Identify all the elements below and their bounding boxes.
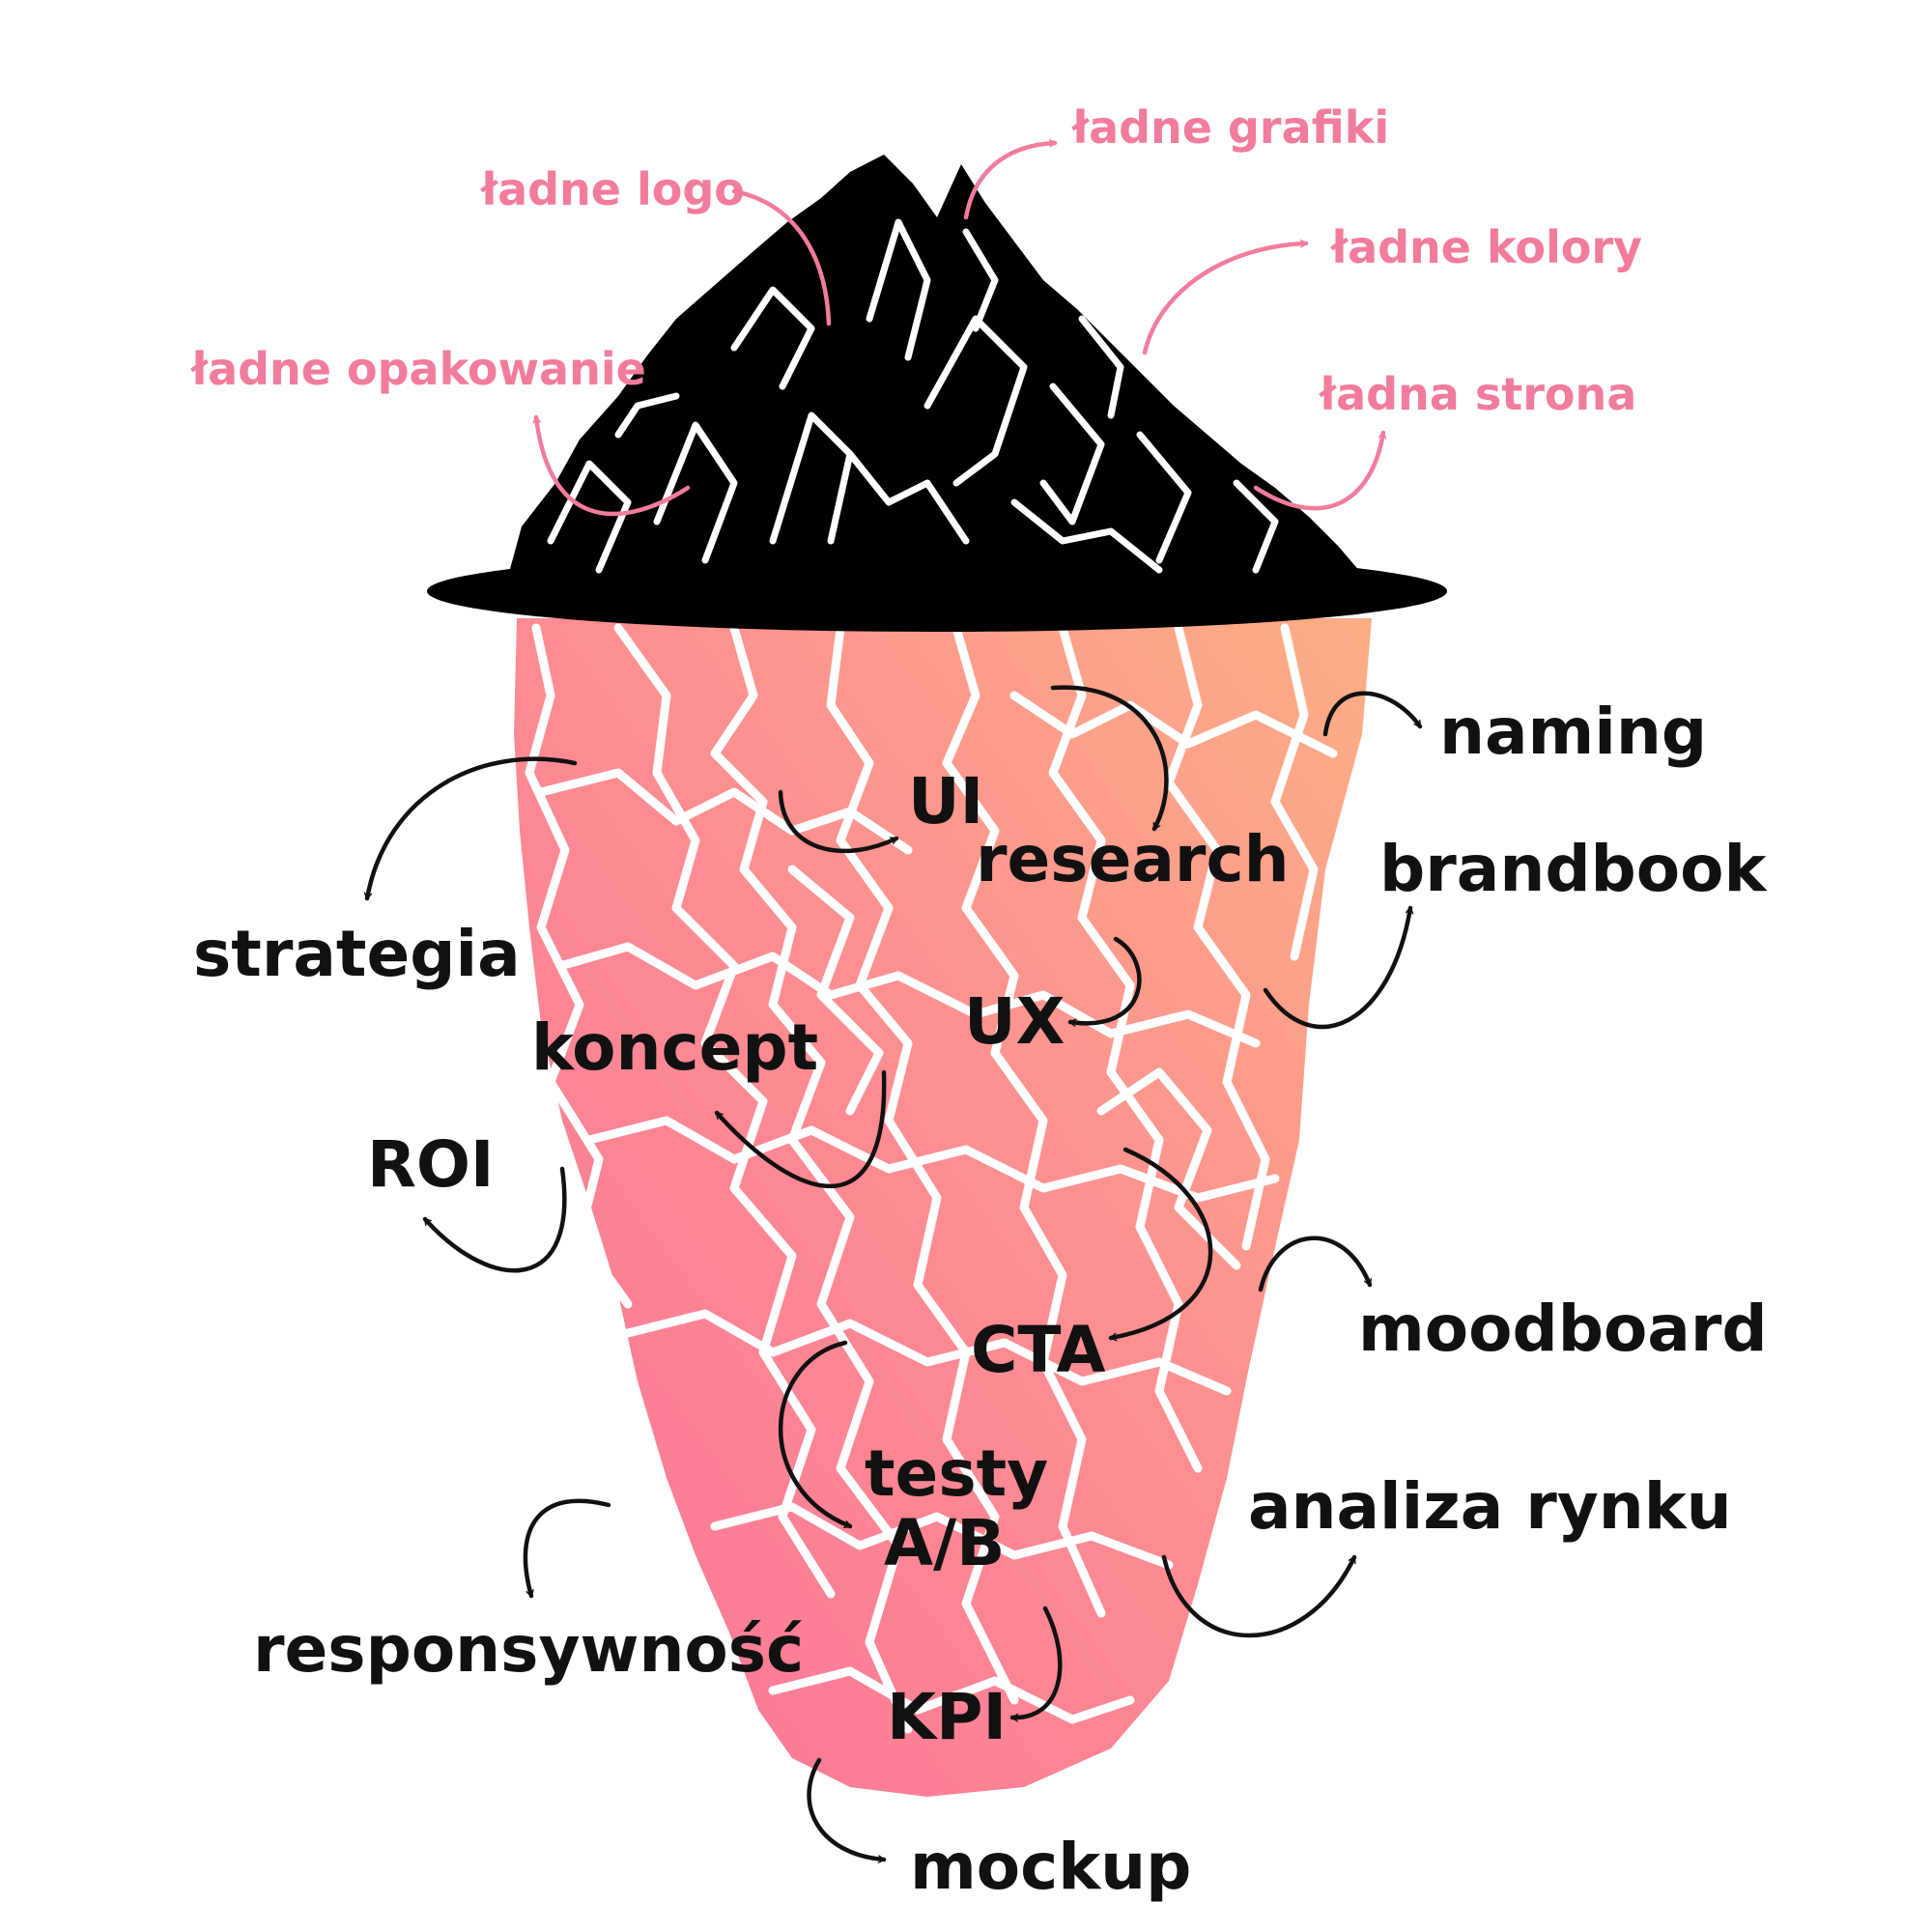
label-naming: naming xyxy=(1439,695,1707,769)
arrow-to-ui xyxy=(778,789,899,854)
label-ladne-opakowanie: ładne opakowanie xyxy=(190,343,646,395)
label-ladna-strona: ładna strona xyxy=(1319,368,1636,420)
label-ab: A/B xyxy=(884,1506,1006,1580)
label-ladne-kolory: ładne kolory xyxy=(1330,221,1642,273)
arrow-to-cta xyxy=(1108,1147,1213,1342)
arrow-to-moodboard xyxy=(1258,1236,1373,1293)
arrow-to-naming xyxy=(1322,691,1423,737)
label-mockup: mockup xyxy=(910,1830,1191,1904)
arrow-to-ladne-opakowanie xyxy=(532,414,691,517)
label-responsywnosc: responsywność xyxy=(253,1612,804,1687)
iceberg-underwater-body xyxy=(514,618,1372,1797)
arrow-to-roi xyxy=(422,1166,567,1273)
label-ux: UX xyxy=(964,984,1065,1059)
label-moodboard: moodboard xyxy=(1358,1292,1768,1366)
arrow-to-mockup xyxy=(807,1757,887,1863)
above-arrows xyxy=(532,138,1387,517)
label-koncept: koncept xyxy=(531,1010,818,1085)
label-analiza-rynku: analiza rynku xyxy=(1248,1469,1732,1544)
arrow-to-koncept xyxy=(714,1069,887,1188)
arrow-to-ladna-strona xyxy=(1253,430,1387,511)
arrow-to-kpi xyxy=(1009,1605,1063,1722)
arrow-to-testy-ab xyxy=(778,1340,853,1529)
arrow-to-strategia xyxy=(363,756,578,901)
arrow-to-ladne-grafiki xyxy=(963,138,1058,220)
label-testy: testy xyxy=(865,1436,1048,1511)
label-strategia: strategia xyxy=(193,917,521,991)
label-cta: CTA xyxy=(971,1313,1105,1387)
label-research: research xyxy=(976,822,1290,896)
arrow-to-ux xyxy=(1067,936,1142,1028)
below-labels: naming UI research brandbook strategia U… xyxy=(193,695,1768,1904)
arrow-to-ladne-kolory xyxy=(1142,239,1309,355)
above-labels: ładne logo ładne grafiki ładne kolory ła… xyxy=(190,101,1642,420)
below-arrows xyxy=(363,685,1423,1863)
label-ladne-logo: ładne logo xyxy=(480,163,745,215)
label-ladne-grafiki: ładne grafiki xyxy=(1071,101,1389,154)
arrow-to-analiza-rynku xyxy=(1161,1554,1357,1638)
label-roi: ROI xyxy=(367,1127,494,1202)
arrow-to-brandbook xyxy=(1263,905,1414,1030)
arrow-to-research xyxy=(1050,685,1169,832)
arrow-to-responsywnosc xyxy=(523,1498,611,1599)
arrow-to-ladne-logo xyxy=(731,187,832,327)
iceberg-tip xyxy=(507,155,1367,580)
label-kpi: KPI xyxy=(887,1680,1007,1754)
label-ui: UI xyxy=(908,764,983,838)
label-brandbook: brandbook xyxy=(1379,832,1768,906)
